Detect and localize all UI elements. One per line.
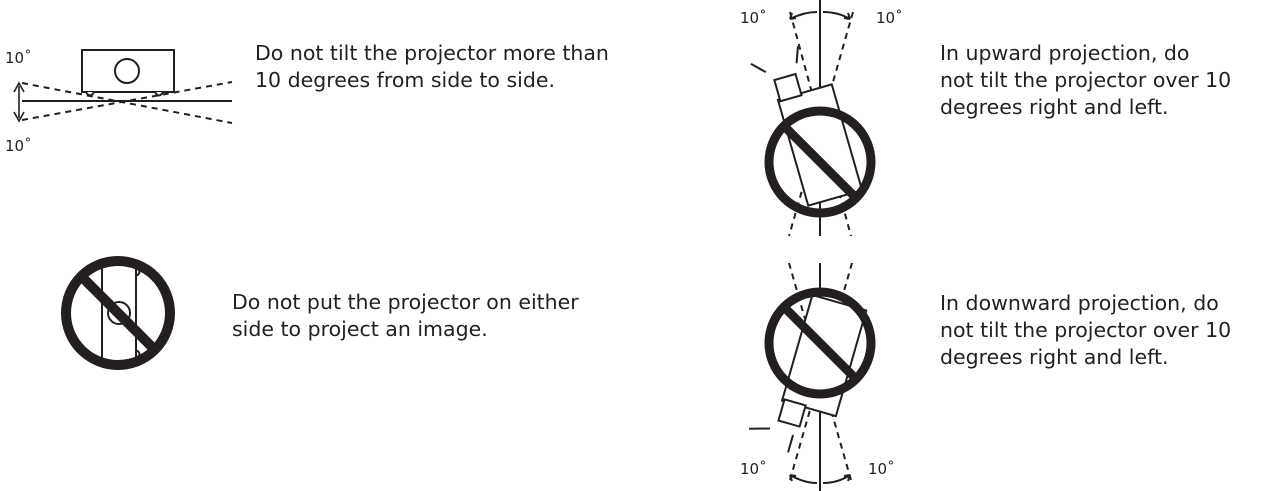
angle-label-left: 10˚	[740, 9, 767, 27]
instruction-text: In upward projection, do not tilt the pr…	[940, 40, 1231, 121]
angle-label-bottom: 10˚	[5, 137, 32, 155]
text-line: Do not tilt the projector more than	[255, 41, 609, 65]
instruction-text: In downward projection, do not tilt the …	[940, 290, 1231, 371]
text-line: In downward projection, do	[940, 291, 1219, 315]
instruction-text: Do not tilt the projector more than 10 d…	[255, 40, 609, 94]
angle-label-top: 10˚	[5, 49, 32, 67]
text-line: side to project an image.	[232, 317, 488, 341]
text-line: degrees right and left.	[940, 95, 1169, 119]
instruction-text: Do not put the projector on either side …	[232, 289, 579, 343]
text-line: not tilt the projector over 10	[940, 318, 1232, 342]
text-line: In upward projection, do	[940, 41, 1190, 65]
angle-label-right: 10˚	[876, 9, 903, 27]
angle-label-left: 10˚	[740, 460, 767, 478]
text-line: Do not put the projector on either	[232, 290, 579, 314]
text-line: not tilt the projector over 10	[940, 68, 1232, 92]
text-line: degrees right and left.	[940, 345, 1169, 369]
angle-label-right: 10˚	[868, 460, 895, 478]
text-line: 10 degrees from side to side.	[255, 68, 555, 92]
